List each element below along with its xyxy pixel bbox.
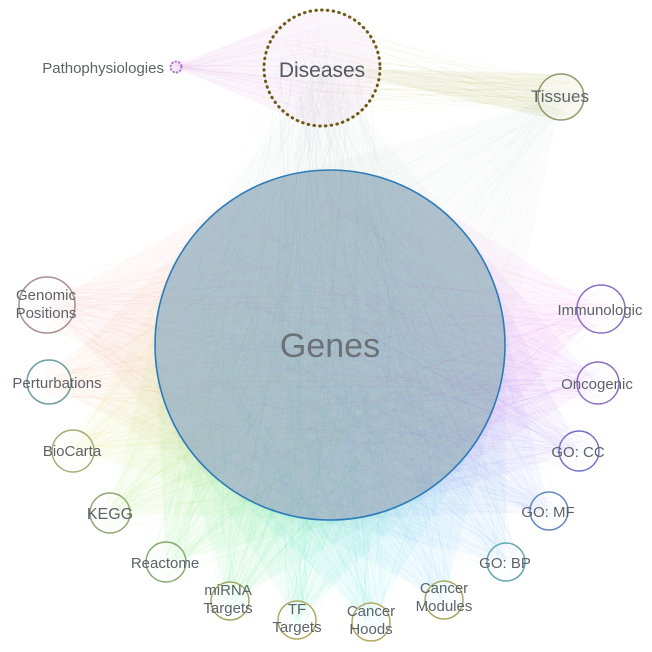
node-go-bp[interactable] — [486, 542, 526, 582]
label-genomic-positions: Genomic — [16, 287, 77, 304]
label-go-cc: GO: CC — [551, 444, 605, 461]
node-go-cc[interactable] — [558, 430, 600, 472]
edge-fan-immunologic-to-genes — [155, 170, 617, 520]
edge-fan-perturbations-to-genes — [31, 170, 505, 520]
edge-fan-kegg-to-genes — [95, 170, 505, 530]
edge-fan-pathophysiologies-to-diseases — [171, 10, 380, 127]
edge-fan-cancer-modules-to-genes — [155, 170, 505, 616]
node-circle-reactome[interactable] — [145, 541, 187, 583]
edge-fan-go-cc-to-genes — [155, 170, 596, 520]
label-kegg: KEGG — [87, 506, 133, 523]
labels: Genes Diseases PathophysiologiesTissuesGen… — [12, 59, 643, 638]
label-biocarta: BioCarta — [43, 443, 102, 460]
node-immunologic[interactable] — [576, 284, 626, 334]
label-tissues: Tissues — [531, 87, 589, 106]
label-immunologic: Immunologic — [557, 302, 643, 319]
label-perturbations: Perturbations — [12, 375, 101, 392]
label-genes: Genes — [280, 327, 380, 365]
node-pathophysiologies[interactable] — [169, 60, 183, 74]
label-diseases: Diseases — [279, 59, 365, 82]
node-circle-perturbations[interactable] — [26, 359, 72, 405]
label-cancer-modules: Modules — [416, 598, 473, 615]
node-circle-pathophysiologies[interactable] — [169, 60, 183, 74]
edge-fan-mirna-targets-to-genes — [155, 170, 505, 616]
node-circle-mirna-targets[interactable] — [210, 581, 250, 621]
label-mirna-targets: Targets — [203, 600, 252, 617]
node-go-mf[interactable] — [529, 491, 569, 531]
node-circle-go-bp[interactable] — [486, 542, 526, 582]
nodes — [18, 8, 626, 642]
node-mirna-targets[interactable] — [210, 581, 250, 621]
node-perturbations[interactable] — [26, 359, 72, 405]
label-genomic-positions: Positions — [16, 305, 77, 322]
node-cancer-hoods[interactable] — [351, 602, 391, 642]
node-cancer-modules[interactable] — [424, 580, 464, 620]
edge-fan-genomic-positions-to-genes — [25, 170, 505, 520]
label-cancer-modules: Cancer — [420, 580, 468, 597]
label-oncogenic: Oncogenic — [561, 376, 633, 393]
edge-fan-go-bp-to-genes — [155, 170, 520, 578]
node-tissues[interactable] — [537, 73, 585, 121]
node-diseases[interactable] — [262, 8, 382, 128]
node-circle-oncogenic[interactable] — [576, 361, 620, 405]
node-circle-genes[interactable] — [154, 169, 506, 521]
node-kegg[interactable] — [89, 492, 131, 534]
node-tf-targets[interactable] — [277, 600, 317, 640]
node-circle-genomic-positions[interactable] — [18, 276, 76, 334]
label-reactome: Reactome — [131, 555, 199, 572]
label-pathophysiologies: Pathophysiologies — [42, 60, 164, 77]
edge-fan-diseases-to-genes — [163, 19, 489, 507]
label-cancer-hoods: Hoods — [349, 621, 392, 638]
label-mirna-targets: miRNA — [204, 582, 252, 599]
node-circle-cancer-modules[interactable] — [424, 580, 464, 620]
label-go-mf: GO: MF — [521, 504, 574, 521]
edge-fan-reactome-to-genes — [148, 170, 505, 578]
label-tf-targets: TF — [288, 601, 306, 618]
node-biocarta[interactable] — [51, 429, 95, 473]
node-circle-tissues[interactable] — [537, 73, 585, 121]
node-circle-cancer-hoods[interactable] — [351, 602, 391, 642]
node-oncogenic[interactable] — [576, 361, 620, 405]
edge-fan-biocarta-to-genes — [55, 170, 505, 520]
node-circle-go-cc[interactable] — [558, 430, 600, 472]
node-circle-tf-targets[interactable] — [277, 600, 317, 640]
node-circle-go-mf[interactable] — [529, 491, 569, 531]
label-go-bp: GO: BP — [479, 555, 531, 572]
edge-fan-diseases-to-tissues — [281, 26, 584, 120]
node-genomic-positions[interactable] — [18, 276, 76, 334]
node-genes[interactable] — [154, 169, 506, 521]
label-cancer-hoods: Cancer — [347, 603, 395, 620]
node-reactome[interactable] — [145, 541, 187, 583]
edge-fan-tf-targets-to-genes — [155, 170, 505, 636]
node-circle-kegg[interactable] — [89, 492, 131, 534]
edge-fan-oncogenic-to-genes — [155, 170, 614, 520]
edge-bundles — [25, 10, 617, 636]
node-circle-immunologic[interactable] — [576, 284, 626, 334]
edge-fan-go-mf-to-genes — [155, 170, 563, 526]
label-tf-targets: Targets — [272, 619, 321, 636]
node-circle-diseases[interactable] — [262, 8, 382, 128]
node-circle-biocarta[interactable] — [51, 429, 95, 473]
edge-fan-cancer-hoods-to-genes — [155, 170, 505, 636]
